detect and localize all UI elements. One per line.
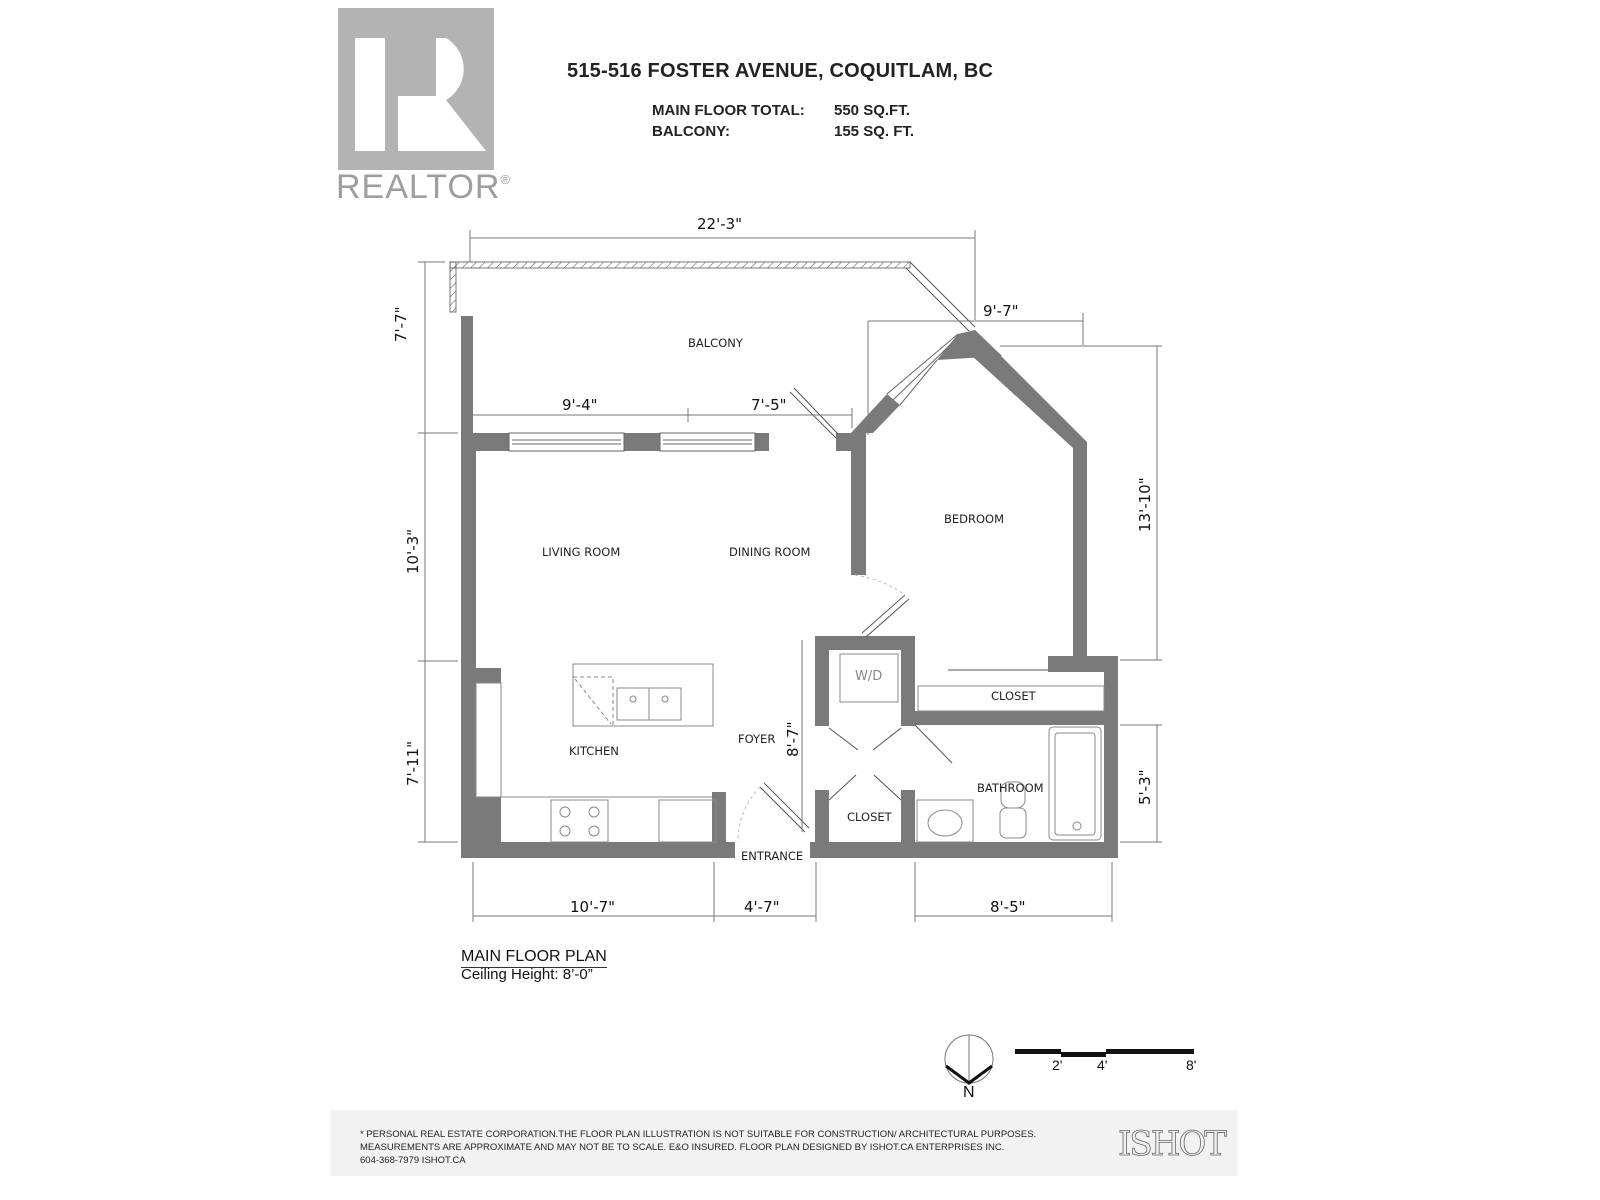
scale-tick-4: 4' [1097,1057,1108,1073]
fridge [475,682,502,798]
room-label-closet-bedroom: CLOSET [991,689,1036,703]
room-label-bedroom: BEDROOM [944,512,1005,526]
ishot-logo: ISHOT [1118,1124,1228,1165]
dishwasher [572,676,614,727]
dim-top-width: 22'-3" [697,215,743,233]
north-label: N [963,1084,975,1101]
plan-title: MAIN FLOOR PLAN [461,948,607,968]
room-label-foyer: FOYER [738,732,776,746]
realtor-logo [338,8,494,170]
doors [737,387,1048,843]
kitchen-island [572,663,714,727]
room-label-kitchen: KITCHEN [569,744,619,758]
room-label-entrance: ENTRANCE [741,849,804,863]
realtor-r-icon [355,38,486,151]
property-address: 515-516 FOSTER AVENUE, COQUITLAM, BC [567,60,994,82]
main-floor-label: MAIN FLOOR TOTAL: [652,102,805,119]
main-floor-value: 550 SQ.FT. [834,102,910,119]
dimension-lines [418,230,1162,922]
dim-window-right: 7'-5" [751,396,787,414]
room-label-bathroom: BATHROOM [977,781,1044,795]
footer-line-2: MEASUREMENTS ARE APPROXIMATE AND MAY NOT… [360,1142,1005,1153]
range [658,799,717,843]
scale-tick-8: 8' [1186,1057,1197,1073]
room-label-living-room: LIVING ROOM [542,545,621,559]
dim-kitchen-width: 10'-7" [570,898,616,916]
toilet [999,807,1027,839]
footer-panel [330,1110,1238,1176]
room-label-balcony: BALCONY [688,336,743,350]
fixtures [475,653,1105,843]
dim-kitchen-depth: 7'-11" [404,740,422,786]
footer-disclaimer: * PERSONAL REAL ESTATE CORPORATION.THE F… [360,1128,1036,1167]
room-label-washer-dryer: W/D [855,669,883,684]
dim-living-depth: 10'-3" [404,528,422,574]
footer-line-3: 604-368-7979 ISHOT.CA [360,1155,466,1166]
dim-bath-width: 8'-5" [990,898,1026,916]
washer-dryer [839,653,899,703]
sink [927,809,963,837]
walls [461,316,1118,858]
scale-tick-2: 2' [1052,1057,1063,1073]
realtor-wordmark: REALTOR® [336,168,512,206]
room-label-dining-room: DINING ROOM [729,545,811,559]
balcony-value: 155 SQ. FT. [834,123,915,140]
north-arrow-icon [944,1034,994,1085]
dim-foyer-depth: 8'-7" [784,721,802,757]
balcony-label: BALCONY: [652,123,731,140]
dim-bath-depth: 5'-3" [1136,769,1154,805]
vanity [916,799,974,843]
dim-entrance-width: 4'-7" [744,898,780,916]
scale-bar [1015,1049,1194,1057]
ceiling-height: Ceiling Height: 8’-0” [461,966,593,983]
footer-line-1: * PERSONAL REAL ESTATE CORPORATION.THE F… [360,1129,1037,1140]
bathtub [1048,726,1102,841]
dim-window-left: 9'-4" [562,396,598,414]
dim-balcony-depth: 7'-7" [392,306,410,342]
windows [508,333,959,452]
dim-bedroom-width: 9'-7" [983,302,1019,320]
room-label-closet-foyer: CLOSET [847,810,892,824]
stove [550,799,609,843]
dim-bedroom-depth: 13'-10" [1136,477,1154,532]
